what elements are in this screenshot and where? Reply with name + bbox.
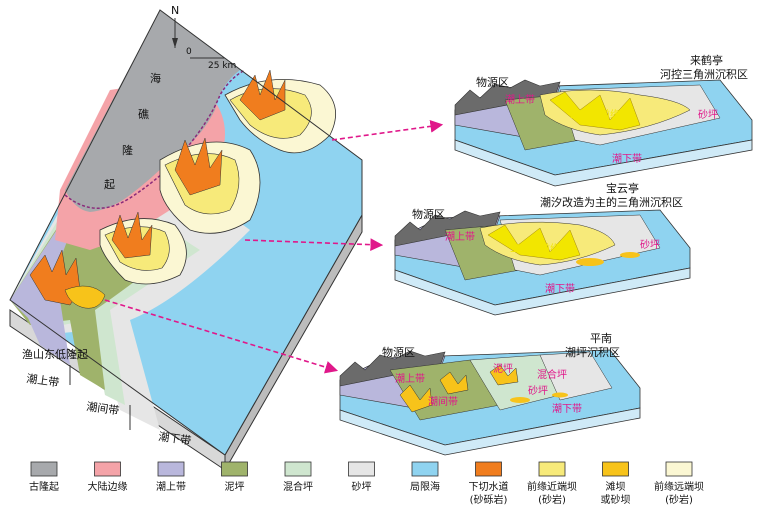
- inset3-title-line2: 潮坪沉积区: [565, 345, 620, 359]
- legend-swatch: [94, 461, 121, 477]
- legend-item: 潮上带: [156, 461, 186, 493]
- legend: 古隆起大陆边缘潮上带泥坪混合坪砂坪局限海下切水道(砂砾岩)前缘近端坝(砂岩)滩坝…: [29, 461, 704, 506]
- legend-item: 大陆边缘: [88, 461, 128, 493]
- legend-swatch: [602, 461, 629, 477]
- inset1-label-sandflat: 砂坪: [698, 108, 718, 121]
- legend-item: 局限海: [410, 461, 440, 493]
- arrow-to-inset-1: [331, 119, 444, 141]
- legend-label-sub: (砂岩): [665, 493, 693, 506]
- block-top-outline: [9, 9, 363, 456]
- inset2-label-subtidal: 潮下带: [545, 282, 575, 295]
- legend-item: 砂坪: [348, 461, 375, 493]
- legend-item: 混合坪: [283, 461, 313, 493]
- uplift-char-1: 海: [150, 71, 161, 85]
- yushan-uplift-label: 渔山东低隆起: [22, 347, 88, 361]
- inset-baoyunting: 物源区 宝云亭 潮汐改造为主的三角洲沉积区 潮上带 三角洲前缘 砂坪 潮下带: [394, 181, 691, 316]
- legend-item: 泥坪: [221, 461, 248, 493]
- inset-pingnan: 物源区 平南 潮坪沉积区 潮上带 泥坪 混合坪 潮间带 砂坪 潮下带: [339, 332, 641, 456]
- legend-swatch: [411, 461, 439, 477]
- zone-label-intertidal: 潮间带: [86, 399, 121, 417]
- legend-label: 前缘远端坝: [654, 480, 704, 493]
- inset1-label-supratidal: 潮上带: [505, 93, 535, 106]
- main-block-diagram: N 0 25 km 海 礁 隆 起 渔山东低隆起 潮上带 潮间带 潮下带: [9, 4, 363, 472]
- legend-label: 古隆起: [29, 480, 59, 493]
- legend-swatch: [157, 461, 185, 477]
- inset3-title-line1: 平南: [590, 332, 612, 345]
- inset3-label-sandflat: 砂坪: [528, 384, 548, 397]
- scale-bar: 0 25 km: [186, 47, 236, 71]
- inset2-label-front: 三角洲前缘: [510, 242, 560, 255]
- legend-label: 大陆边缘: [88, 480, 128, 493]
- inset3-label-mixed: 混合坪: [537, 368, 567, 381]
- zone-label-supratidal: 潮上带: [26, 371, 61, 389]
- scale-zero: 0: [186, 47, 192, 57]
- legend-swatch: [538, 461, 566, 477]
- legend-item: 前缘近端坝(砂岩): [527, 461, 577, 506]
- inset3-source-label: 物源区: [382, 345, 415, 359]
- uplift-boundary-dashed: [64, 69, 246, 210]
- arrow-to-inset-3: [104, 299, 339, 374]
- fan-delta-lower: [99, 211, 187, 285]
- zone-label-subtidal: 潮下带: [158, 429, 193, 447]
- legend-item: 下切水道(砂砾岩): [469, 461, 509, 506]
- uplift-char-4: 起: [104, 178, 115, 191]
- inset1-label-subtidal: 潮下带: [612, 152, 642, 165]
- north-label: N: [171, 4, 179, 17]
- legend-swatch: [348, 461, 375, 477]
- legend-label: 砂坪: [352, 480, 372, 493]
- legend-item: 古隆起: [29, 461, 59, 493]
- fan-delta-upper: [224, 69, 337, 154]
- legend-label: 泥坪: [225, 480, 245, 493]
- inset3-label-intertidal: 潮间带: [428, 395, 458, 408]
- inset1-title-line2: 河控三角洲沉积区: [660, 67, 748, 81]
- legend-label: 混合坪: [283, 480, 313, 493]
- legend-label: 前缘近端坝: [527, 480, 577, 493]
- legend-swatch: [284, 461, 312, 477]
- legend-swatch: [221, 461, 248, 477]
- legend-item: 前缘远端坝(砂岩): [654, 461, 704, 506]
- uplift-char-3: 隆: [122, 143, 133, 157]
- inset1-source-label: 物源区: [476, 75, 509, 89]
- scale-value: 25 km: [208, 61, 236, 71]
- fan-delta-middle: [159, 137, 261, 234]
- inset3-label-supratidal: 潮上带: [395, 372, 425, 385]
- inset2-title-line2: 潮汐改造为主的三角洲沉积区: [540, 195, 683, 209]
- legend-swatch: [665, 461, 693, 477]
- legend-label: 滩坝: [606, 480, 626, 493]
- legend-label: 局限海: [410, 480, 440, 493]
- legend-label-sub: (砂岩): [538, 493, 566, 506]
- inset1-label-front: 三角洲前缘: [570, 108, 620, 121]
- north-arrow: N: [171, 4, 179, 48]
- inset3-label-subtidal: 潮下带: [552, 402, 582, 415]
- legend-swatch: [30, 461, 58, 477]
- arrow-to-inset-2: [244, 238, 384, 252]
- inset2-title-line1: 宝云亭: [606, 181, 639, 195]
- legend-label: 潮上带: [156, 480, 186, 493]
- inset1-title-line1: 来鹤亭: [690, 53, 723, 67]
- legend-label-sub: (砂砾岩): [470, 493, 508, 506]
- inset2-label-supratidal: 潮上带: [445, 230, 475, 243]
- inset2-source-label: 物源区: [412, 207, 445, 221]
- legend-label: 下切水道: [469, 480, 509, 493]
- uplift-char-2: 礁: [138, 107, 149, 121]
- legend-label-sub: 或砂坝: [601, 493, 631, 506]
- fan-delta-west: [29, 249, 106, 309]
- inset2-label-sandflat: 砂坪: [640, 238, 660, 251]
- inset-laiheting: 物源区 来鹤亭 河控三角洲沉积区 潮上带 三角洲前缘 砂坪 潮下带: [454, 53, 753, 187]
- legend-swatch: [475, 461, 502, 477]
- inset3-label-mudflat: 泥坪: [493, 362, 513, 375]
- ancient-uplift-area: [65, 10, 240, 212]
